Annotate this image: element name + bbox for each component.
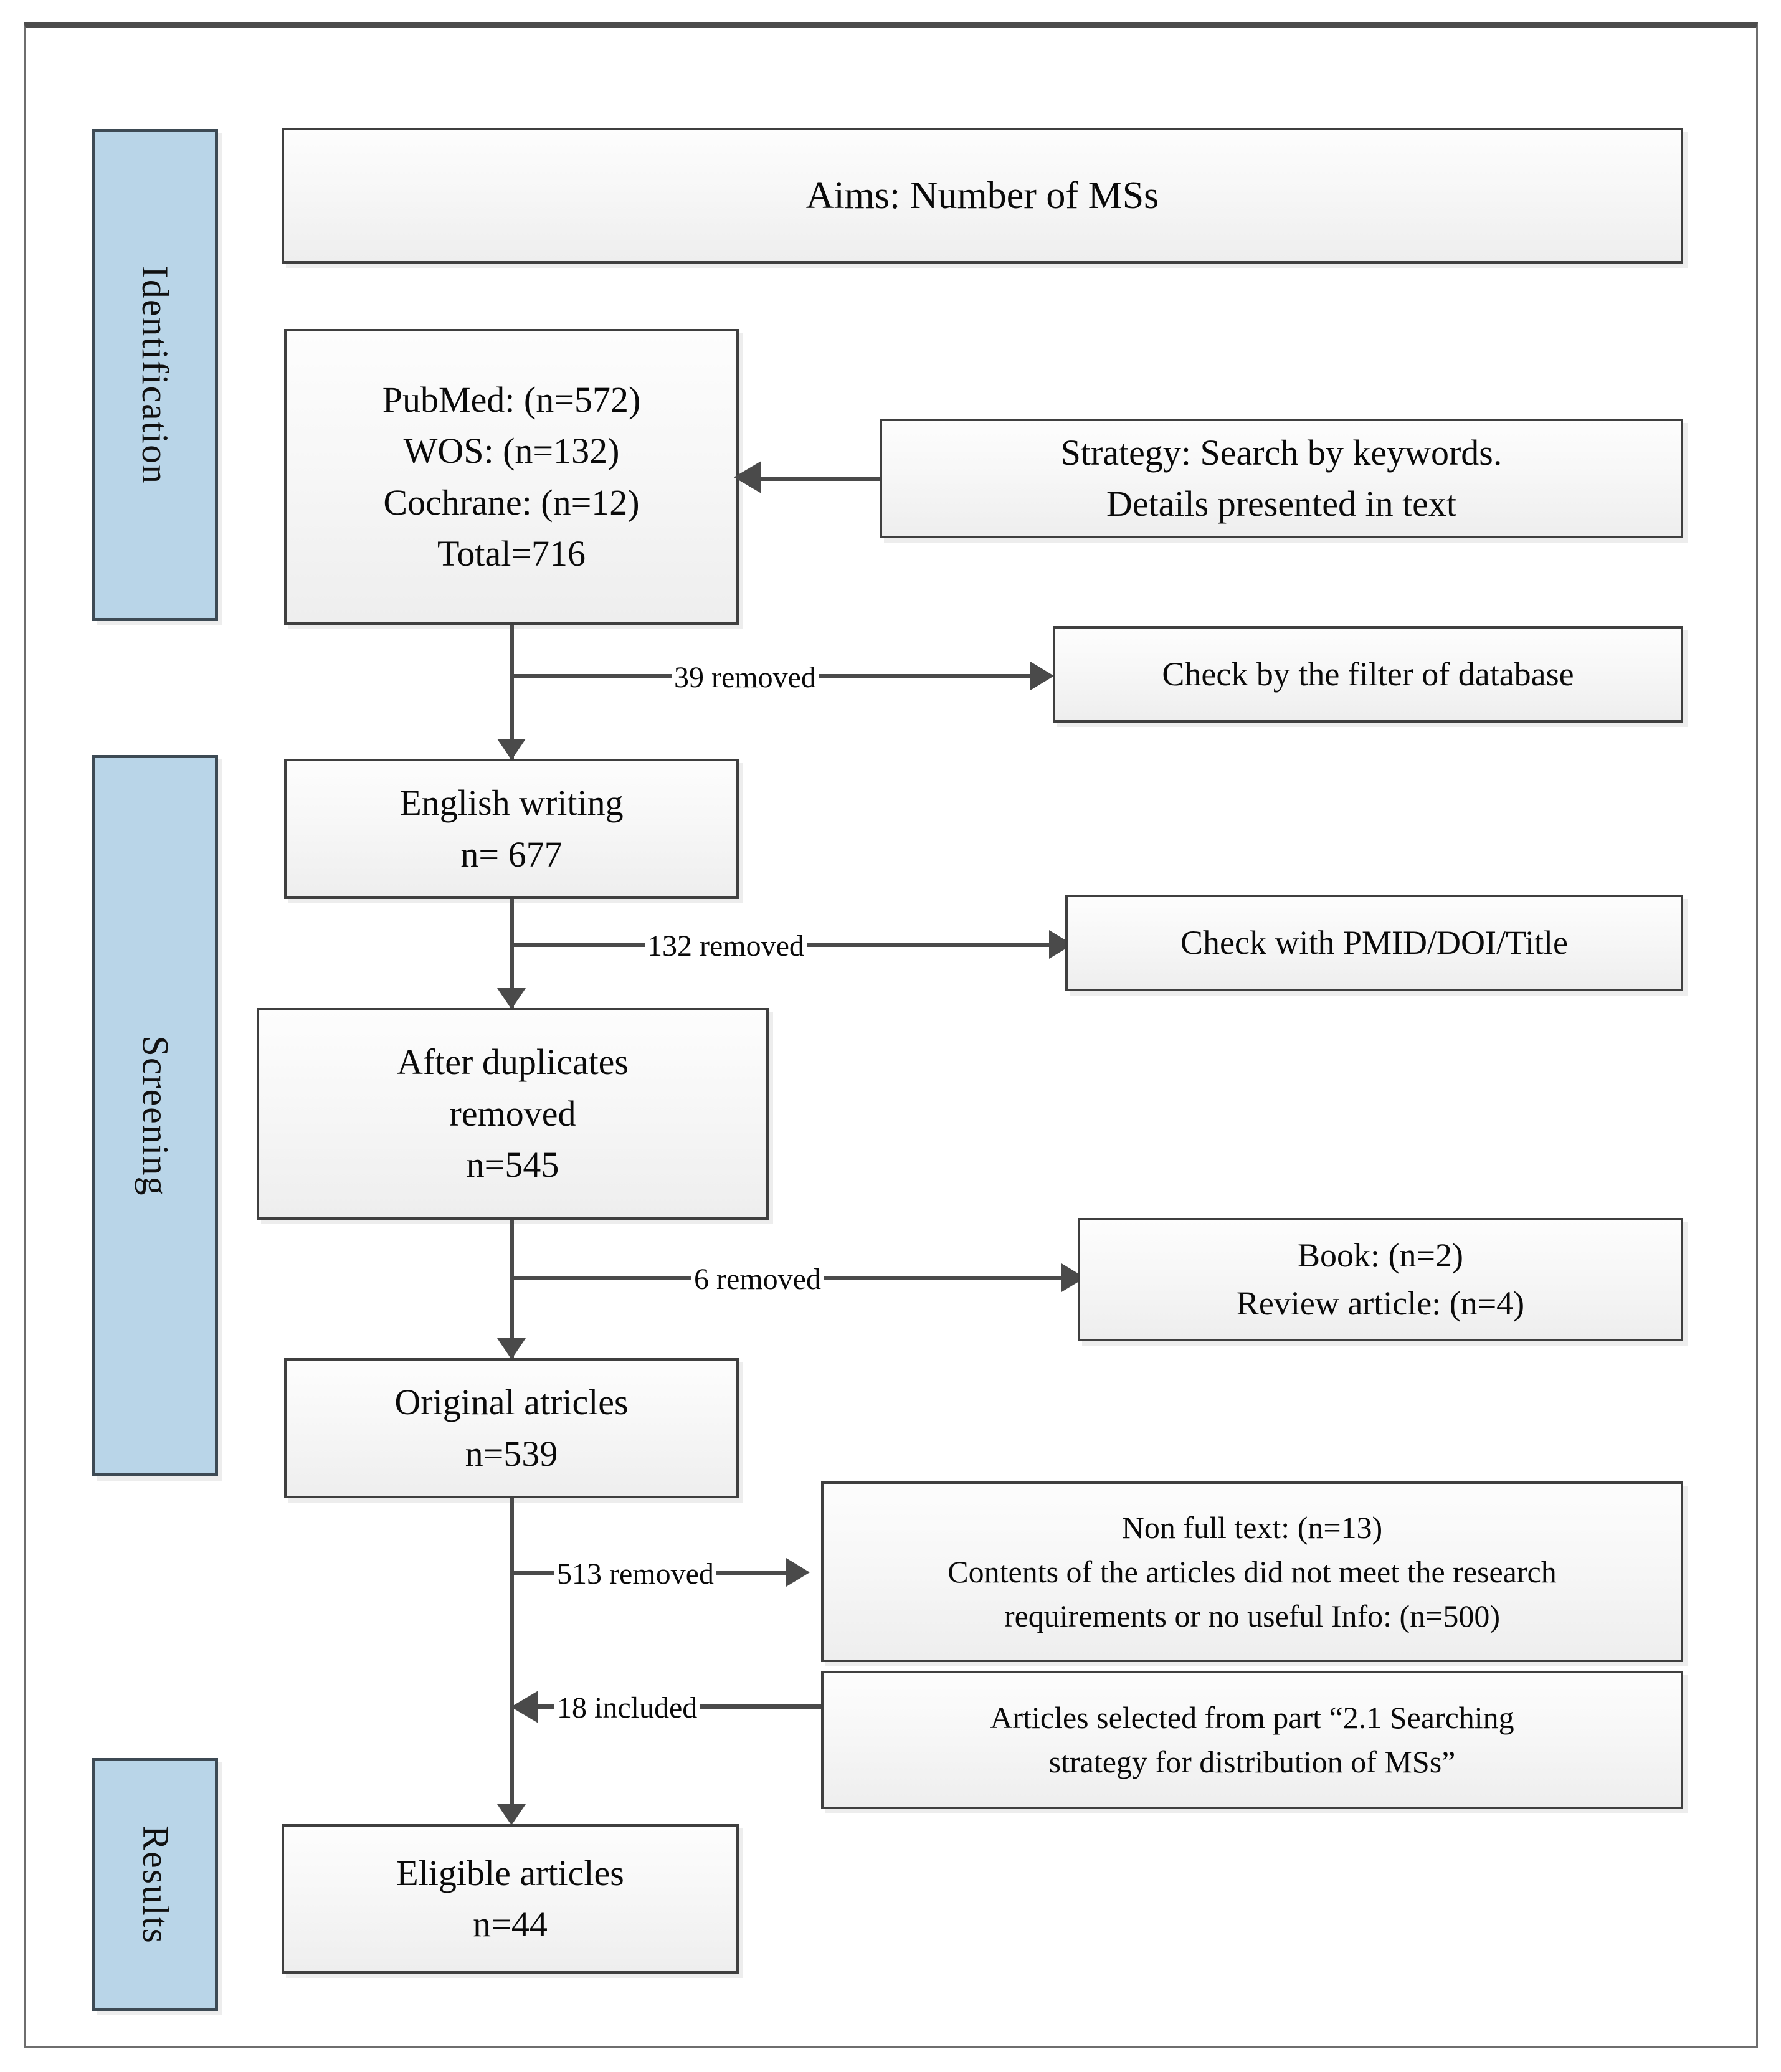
node-added-from-part-line-1: Articles selected from part “2.1 Searchi… (990, 1700, 1514, 1735)
node-eligible-articles: Eligible articles n=44 (282, 1824, 739, 1974)
stage-label-results: Results (92, 1758, 218, 2011)
node-original-articles-line-2: n=539 (465, 1433, 558, 1474)
node-after-duplicates-line-1: After duplicates (396, 1042, 629, 1083)
node-filter-check: Check by the filter of database (1053, 626, 1683, 723)
arrow-513-removed (786, 1558, 810, 1587)
node-aims: Aims: Number of MSs (282, 128, 1683, 264)
node-english-writing-line-1: English writing (399, 782, 624, 824)
edge-label-6-removed: 6 removed (691, 1261, 824, 1298)
connector-strategy-to-databases (748, 477, 880, 481)
node-after-duplicates: After duplicates removed n=545 (257, 1008, 769, 1220)
arrow-18-included (511, 1691, 538, 1723)
edge-label-18-included: 18 included (554, 1689, 700, 1727)
node-english-writing: English writing n= 677 (284, 759, 739, 899)
node-databases-line-total: Total=716 (437, 533, 586, 574)
connector-duplicates-to-original (510, 1220, 514, 1358)
connector-original-to-eligible (510, 1498, 514, 1822)
arrow-39-removed (1030, 662, 1054, 690)
arrow-strategy-to-databases (734, 461, 761, 493)
node-book-review: Book: (n=2) Review article: (n=4) (1078, 1218, 1683, 1341)
arrow-original-to-eligible (497, 1804, 526, 1825)
node-aims-label: Aims: Number of MSs (805, 174, 1159, 217)
node-excluded-full-text-line-1: Non full text: (n=13) (1121, 1509, 1383, 1545)
connector-databases-to-english (510, 625, 514, 759)
node-original-articles-line-1: Original atricles (394, 1382, 629, 1423)
node-pmid-check: Check with PMID/DOI/Title (1065, 895, 1683, 991)
node-eligible-articles-line-2: n=44 (473, 1904, 548, 1944)
node-databases-line-cochrane: Cochrane: (n=12) (383, 482, 640, 523)
node-original-articles: Original atricles n=539 (284, 1358, 739, 1498)
edge-label-39-removed: 39 removed (672, 659, 819, 696)
edge-label-513-removed: 513 removed (554, 1556, 716, 1593)
node-strategy: Strategy: Search by keywords. Details pr… (880, 419, 1683, 538)
node-book-review-line-book: Book: (n=2) (1298, 1237, 1463, 1275)
node-excluded-full-text: Non full text: (n=13) Contents of the ar… (821, 1481, 1683, 1662)
node-added-from-part-line-2: strategy for distribution of MSs” (1048, 1744, 1456, 1779)
stage-label-screening: Screening (92, 755, 218, 1476)
node-databases: PubMed: (n=572) WOS: (n=132) Cochrane: (… (284, 329, 739, 625)
node-strategy-line-1: Strategy: Search by keywords. (1060, 432, 1503, 473)
node-english-writing-line-2: n= 677 (460, 834, 563, 875)
node-eligible-articles-line-1: Eligible articles (396, 1852, 624, 1893)
stage-label-identification-text: Identification (135, 265, 176, 485)
node-strategy-line-2: Details presented in text (1106, 483, 1457, 524)
arrow-english-to-duplicates (497, 988, 526, 1009)
arrow-databases-to-english (497, 739, 526, 760)
stage-label-identification: Identification (92, 129, 218, 621)
node-excluded-full-text-line-3: requirements or no useful Info: (n=500) (1004, 1598, 1501, 1633)
stage-label-screening-text: Screening (135, 1035, 176, 1196)
node-book-review-line-review: Review article: (n=4) (1236, 1285, 1525, 1322)
edge-label-132-removed: 132 removed (645, 928, 807, 965)
node-excluded-full-text-line-2: Contents of the articles did not meet th… (947, 1554, 1557, 1589)
node-databases-line-pubmed: PubMed: (n=572) (382, 379, 641, 420)
node-after-duplicates-line-3: n=545 (466, 1144, 559, 1186)
node-databases-line-wos: WOS: (n=132) (403, 430, 620, 472)
node-after-duplicates-line-2: removed (449, 1093, 576, 1134)
node-added-from-part: Articles selected from part “2.1 Searchi… (821, 1671, 1683, 1809)
connector-english-to-duplicates (510, 899, 514, 1008)
arrow-duplicates-to-original (497, 1338, 526, 1359)
node-filter-check-label: Check by the filter of database (1162, 655, 1574, 693)
node-pmid-check-label: Check with PMID/DOI/Title (1180, 924, 1569, 962)
stage-label-results-text: Results (135, 1825, 176, 1944)
